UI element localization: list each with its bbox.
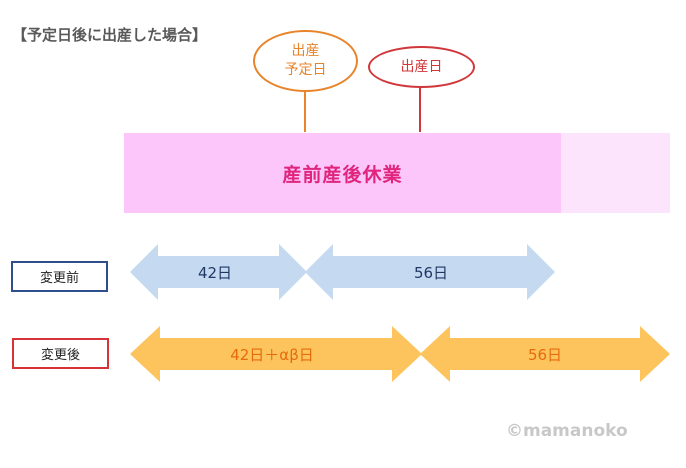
after-change-label: 変更後 bbox=[40, 348, 80, 363]
birth-date-label: 出産日 bbox=[400, 58, 443, 75]
after-change-box: 変更後 bbox=[12, 338, 109, 369]
maternity-leave-extension bbox=[561, 133, 670, 213]
before-change-box: 変更前 bbox=[11, 261, 108, 292]
before-arrow-42 bbox=[130, 244, 307, 300]
watermark: ©mamanoko bbox=[506, 421, 628, 441]
before-arrow-56-label: 56日 bbox=[414, 264, 448, 282]
page-title: 【予定日後に出産した場合】 bbox=[12, 26, 208, 44]
before-arrow-42-label: 42日 bbox=[198, 264, 232, 282]
maternity-leave-label: 産前産後休業 bbox=[282, 163, 403, 186]
after-arrow-56-label: 56日 bbox=[528, 346, 562, 364]
birth-date-marker: 出産日 bbox=[368, 46, 475, 88]
before-arrow-56 bbox=[305, 244, 555, 300]
after-arrow-42-plus-label: 42日＋αβ日 bbox=[230, 346, 314, 364]
after-arrow-56 bbox=[420, 326, 670, 382]
before-change-label: 変更前 bbox=[39, 271, 79, 286]
due-date-connector bbox=[304, 90, 306, 132]
due-date-label-line1: 出産 bbox=[291, 43, 320, 59]
after-arrow-42-plus bbox=[130, 326, 422, 382]
due-date-label-line2: 予定日 bbox=[284, 62, 327, 78]
birth-date-connector bbox=[419, 86, 421, 132]
maternity-leave-bar: 産前産後休業 bbox=[124, 133, 561, 213]
